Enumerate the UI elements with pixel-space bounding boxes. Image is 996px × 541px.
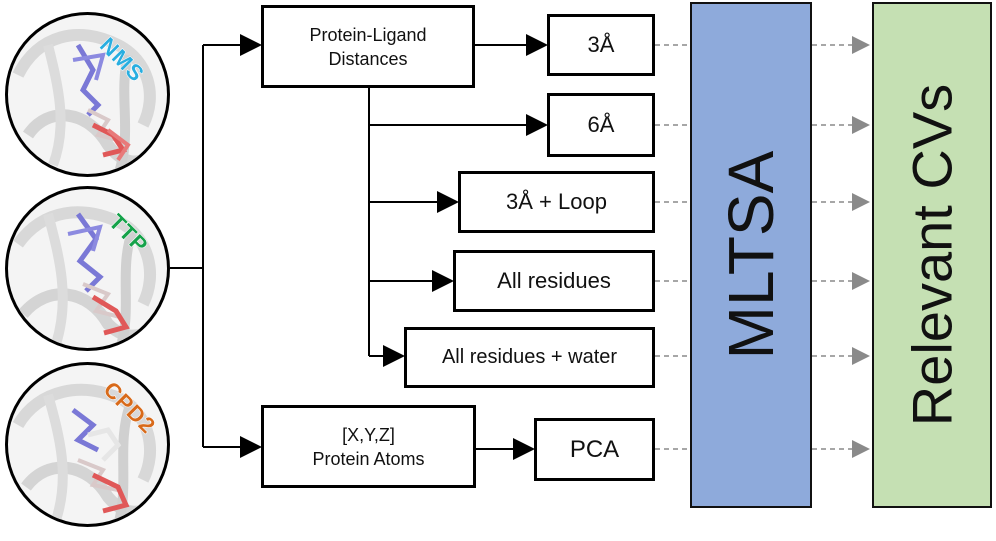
feature-set-pca: PCA: [534, 418, 655, 481]
mltsa-label: MLTSA: [715, 150, 787, 360]
feature-set-all-residues-water: All residues + water: [404, 327, 655, 388]
relevant-cvs-block: Relevant CVs: [872, 2, 992, 508]
molecule-circle-cpd2: CPD2: [5, 362, 170, 527]
feature-set-3a-label: 3Å: [587, 32, 615, 57]
protein-render: [12, 383, 161, 524]
feature-set-3a: 3Å: [547, 14, 655, 76]
molecule-circle-nms: NMS: [5, 12, 170, 177]
protein-ligand-distances-label: Protein-Ligand Distances: [309, 24, 427, 69]
mltsa-block: MLTSA: [690, 2, 812, 508]
protein-ligand-distances-box: Protein-Ligand Distances: [261, 5, 475, 88]
dashed-to-cvs: [812, 36, 870, 458]
feature-set-6a-label: 6Å: [587, 112, 615, 137]
feature-set-all-residues-water-label: All residues + water: [441, 346, 618, 368]
feature-set-pca-label: PCA: [569, 435, 620, 463]
feature-set-all-residues-label: All residues: [497, 268, 611, 293]
molecule-circle-ttp: TTP: [5, 186, 170, 351]
feature-set-3a-loop: 3Å + Loop: [458, 171, 655, 233]
feature-set-3a-loop-label: 3Å + Loop: [506, 189, 607, 214]
relevant-cvs-label: Relevant CVs: [900, 83, 964, 427]
protein-render: [13, 206, 162, 348]
protein-atoms-label: [X,Y,Z] Protein Atoms: [312, 424, 425, 469]
feature-set-all-residues: All residues: [453, 250, 655, 312]
feature-set-6a: 6Å: [547, 93, 655, 157]
protein-render: [12, 29, 161, 174]
protein-atoms-box: [X,Y,Z] Protein Atoms: [261, 405, 476, 488]
dashed-to-mltsa: [655, 44, 690, 450]
